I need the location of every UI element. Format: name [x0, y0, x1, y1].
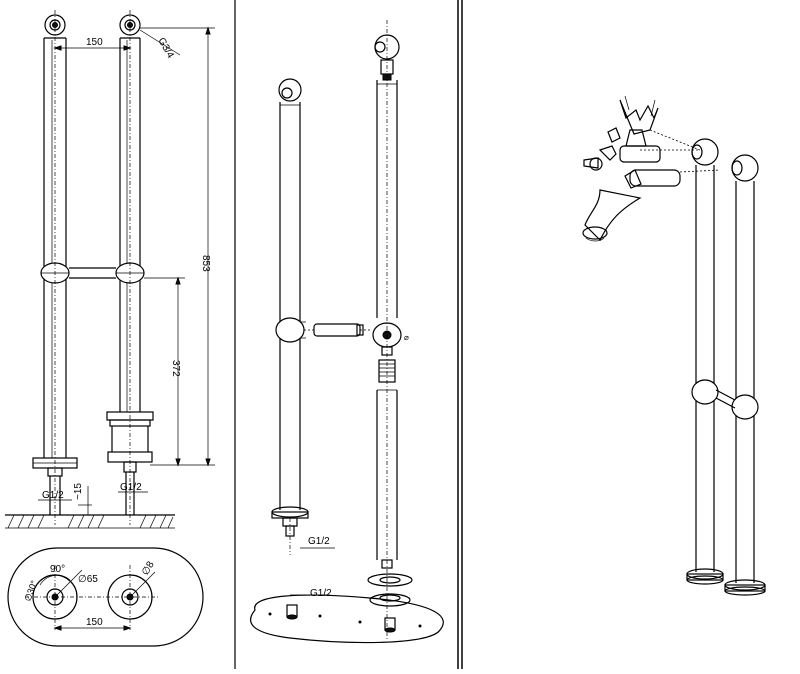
base-plate-plan-view: 90° ∅30° ∅65 ∅8 150 [7, 547, 204, 647]
dimensioned-elevation-view: 150 G3/4 853 372 G1/2 G1/2 ~15 [5, 10, 215, 529]
dim-height-bar: 372 [170, 360, 181, 377]
exploded-right-pipe: ⌀ [367, 20, 413, 640]
exploded-cross-bar [304, 323, 372, 337]
panel-dividers [234, 0, 463, 669]
iso-cross-bar [715, 389, 736, 409]
iso-left-pipe [686, 138, 724, 585]
right-standpipe [115, 10, 145, 525]
exploded-assembly-view: ⌀ G1/2 G1/2 [250, 20, 444, 644]
dim-depth: ~15 [73, 483, 84, 500]
dim-diam-8: ∅8 [140, 559, 157, 577]
dim-angle-90: 90° [50, 564, 65, 575]
iso-right-pipe [724, 154, 766, 596]
bath-shower-mixer [582, 95, 721, 242]
isometric-assembly-view [582, 95, 766, 596]
exploded-left-pipe [271, 78, 309, 555]
dim-height-total: 853 [200, 255, 211, 272]
exploded-thread-1: G1/2 [308, 536, 330, 547]
dim-thread-left: G1/2 [42, 490, 64, 501]
exploded-thread-2: G1/2 [310, 588, 332, 599]
dim-spacing-top: 150 [86, 37, 103, 48]
floor-section [5, 514, 175, 529]
right-floor-flange [106, 411, 154, 515]
dim-diam-65: ∅65 [78, 574, 98, 585]
cross-bar [69, 267, 116, 279]
dim-thread-right: G1/2 [120, 482, 142, 493]
left-standpipe [40, 10, 70, 525]
dim-spacing-bottom: 150 [86, 617, 103, 628]
dimension-lines [38, 26, 215, 515]
exploded-tag: ⌀ [404, 333, 409, 342]
left-floor-flange [32, 457, 78, 515]
exploded-base-plate [250, 594, 444, 644]
dim-angle-30: ∅30° [22, 579, 39, 603]
dim-thread-top: G3/4 [155, 36, 176, 61]
